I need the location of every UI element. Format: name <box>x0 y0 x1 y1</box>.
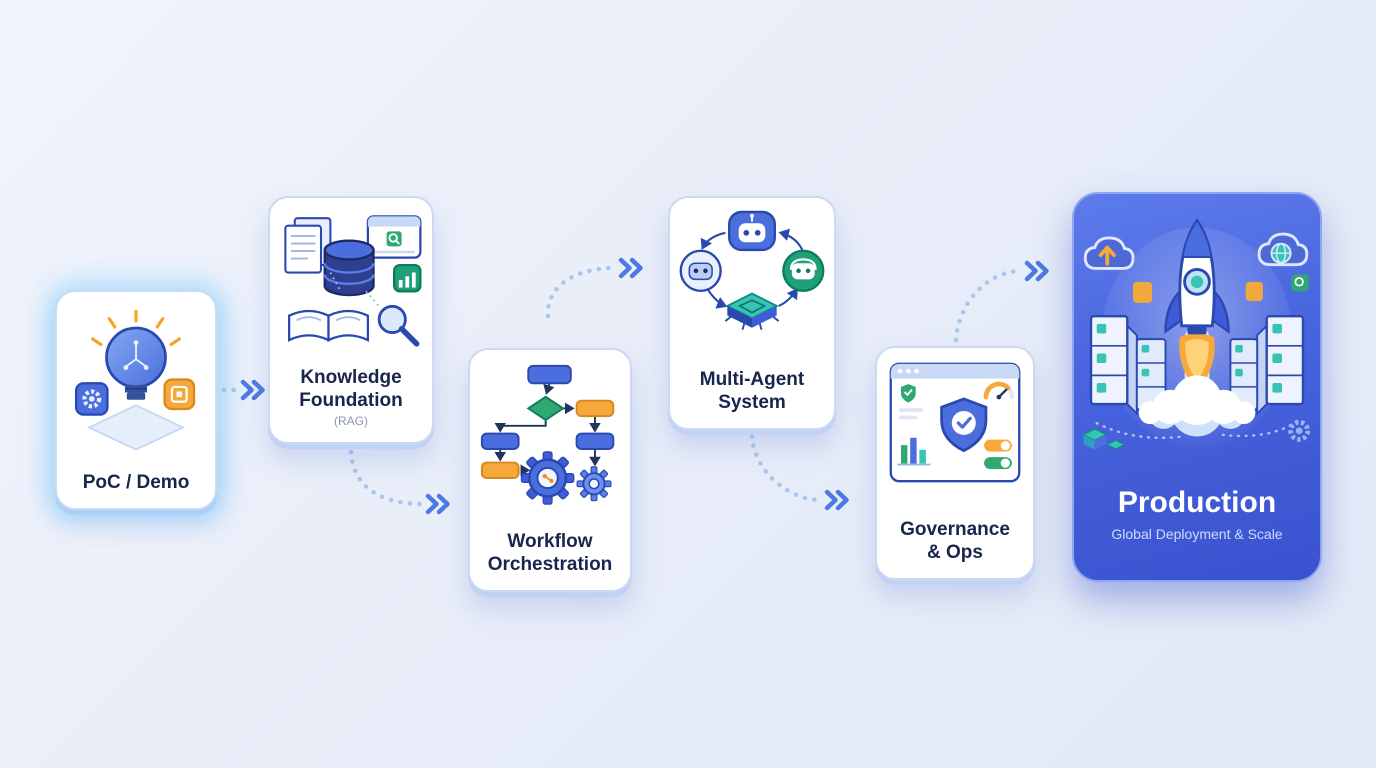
search-tile-icon <box>1291 274 1309 292</box>
arrow-knowledge-to-workflow <box>348 449 423 507</box>
stage-card-production: Production Global Deployment & Scale <box>1072 192 1322 582</box>
flow-node-task <box>575 399 614 418</box>
shield-check-small-icon <box>900 384 916 403</box>
arrow-chevron <box>1027 263 1047 279</box>
rocket-icon <box>1164 218 1230 335</box>
circuit-traces <box>124 341 148 368</box>
stage-card-poc-demo: PoC / Demo <box>55 290 217 510</box>
server-rack-icon <box>1089 315 1138 416</box>
stage-title: Multi-Agent System <box>699 368 805 413</box>
arrow-chevron <box>621 260 641 276</box>
documents-icon <box>284 217 332 274</box>
stage-title: Workflow Orchestration <box>487 530 613 575</box>
cloud-globe-icon <box>1257 232 1309 267</box>
robot-support-icon <box>782 249 825 292</box>
stage-subtitle: (RAG) <box>334 414 368 428</box>
gear-tile-icon <box>74 382 109 416</box>
smoke-cloud <box>1138 375 1256 426</box>
flow-node-start <box>526 364 572 385</box>
arrow-workflow-to-multiagent <box>545 265 615 319</box>
stage-card-multi-agent-system: Multi-Agent System <box>668 196 836 430</box>
database-icon <box>323 239 375 297</box>
stage-title: PoC / Demo <box>82 471 190 493</box>
arrow-multiagent-to-governance <box>749 433 821 503</box>
module-tile-icon <box>1245 281 1263 301</box>
flow-node-task <box>575 432 614 450</box>
gauge-icon <box>983 381 1015 400</box>
module-tile-icon <box>1133 281 1153 303</box>
stage-title: Governance & Ops <box>900 518 1010 563</box>
stage-card-governance-ops: Governance & Ops <box>875 346 1035 580</box>
rocket-flame-icon <box>1179 333 1215 390</box>
arrow-governance-to-production <box>953 268 1021 343</box>
cloud-upload-icon <box>1083 236 1135 270</box>
server-rack-icon <box>1135 338 1167 411</box>
lightbulb-circuit-icon <box>66 304 206 456</box>
arrow-chevron <box>428 496 448 512</box>
browser-search-icon <box>366 215 422 259</box>
cube-icon <box>1081 428 1126 450</box>
dashboard-shield-gauge-icon <box>888 360 1022 485</box>
chip-3d-icon <box>724 292 780 330</box>
server-rack-icon <box>1256 315 1305 416</box>
chart-tile-icon <box>393 263 422 293</box>
stage-card-knowledge-foundation: Knowledge Foundation (RAG) <box>268 196 434 444</box>
flowchart-gears-icon <box>478 362 623 507</box>
shield-check-large-icon <box>940 397 988 453</box>
bar-chart-icon <box>897 437 931 466</box>
open-book-icon <box>288 309 369 342</box>
gear-small-icon <box>576 466 611 502</box>
stage-title: Knowledge Foundation <box>299 366 403 411</box>
stage-card-workflow-orchestration: Workflow Orchestration <box>468 348 632 592</box>
magnifier-icon <box>377 304 420 347</box>
flow-node-task <box>480 461 520 479</box>
gear-large-icon <box>520 451 574 505</box>
robot-network-chip-icon <box>676 210 828 343</box>
light-rays <box>91 309 181 347</box>
robot-agent-icon <box>679 249 722 292</box>
toggle-on-icon <box>984 439 1012 452</box>
gear-deco-icon <box>1288 419 1311 442</box>
arrow-chevron <box>827 492 847 508</box>
flow-node-task <box>480 432 520 450</box>
chip-tile-icon <box>163 378 196 411</box>
flow-node-decision <box>526 395 565 422</box>
rocket-launch-servers-icon <box>1072 194 1322 490</box>
documents-database-book-search-icon <box>276 210 426 352</box>
robot-lead-icon <box>728 210 776 252</box>
toggle-on-icon <box>984 457 1012 470</box>
arrow-chevron <box>243 382 263 398</box>
stage-title: Production <box>1117 486 1277 519</box>
stage-subtitle: Global Deployment & Scale <box>1111 526 1283 542</box>
